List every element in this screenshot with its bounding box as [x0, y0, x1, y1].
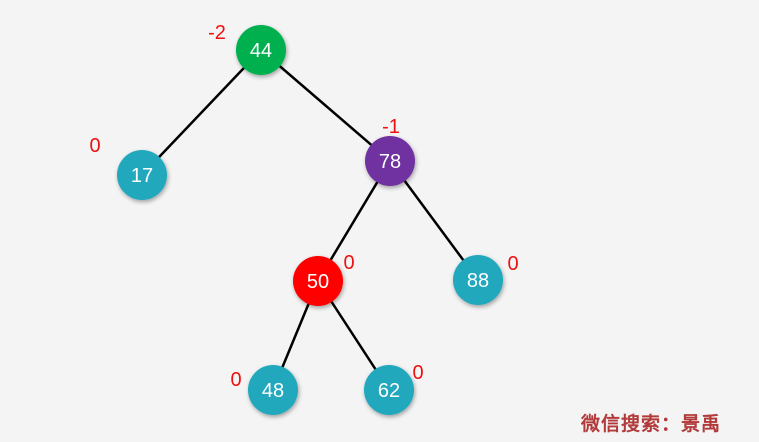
node-value-label: 50 — [307, 271, 329, 293]
edge-44-78 — [260, 49, 391, 162]
tree-node-78: 78 -1 — [365, 116, 415, 186]
watermark-text: 微信搜索：景禹 — [580, 413, 721, 435]
tree-node-17: 17 0 — [89, 135, 167, 200]
node-value-label: 78 — [379, 151, 401, 173]
tree-node-44: 44 -2 — [208, 22, 286, 75]
balance-factor-label: 0 — [343, 252, 354, 274]
node-circle — [453, 255, 503, 305]
node-circle — [365, 136, 415, 186]
balance-factor-label: 0 — [89, 135, 100, 157]
balance-factor-label: -2 — [208, 22, 226, 44]
node-value-label: 62 — [378, 380, 400, 402]
node-value-label: 48 — [262, 380, 284, 402]
tree-node-50: 50 0 — [293, 252, 355, 306]
balance-factor-label: 0 — [507, 253, 518, 275]
node-value-label: 17 — [131, 165, 153, 187]
node-circle — [236, 25, 286, 75]
nodes-layer: 44 -2 17 0 78 -1 50 0 88 0 48 0 62 0 — [89, 22, 519, 415]
balance-factor-label: -1 — [382, 116, 400, 138]
tree-node-62: 62 0 — [364, 362, 424, 415]
balance-factor-label: 0 — [230, 369, 241, 391]
node-circle — [248, 365, 298, 415]
tree-node-88: 88 0 — [453, 253, 519, 305]
balance-factor-label: 0 — [412, 362, 423, 384]
node-circle — [293, 256, 343, 306]
edge-44-17 — [141, 49, 262, 176]
tree-node-48: 48 0 — [230, 365, 298, 415]
node-circle — [364, 365, 414, 415]
node-circle — [117, 150, 167, 200]
edges-layer — [141, 49, 480, 391]
node-value-label: 88 — [467, 270, 489, 292]
node-value-label: 44 — [250, 40, 272, 62]
